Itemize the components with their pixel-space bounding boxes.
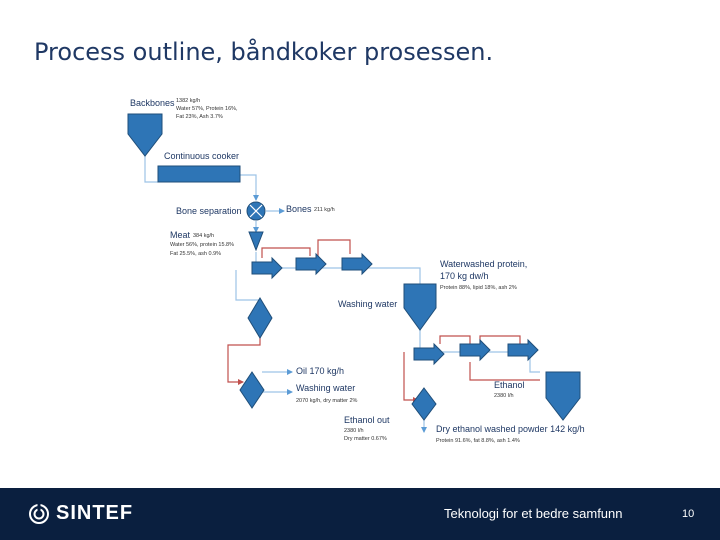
label-bones: Bones (286, 204, 312, 214)
logo-word: SINTEF (56, 502, 134, 524)
footer-tagline: Teknologi for et bedre samfunn (444, 506, 623, 521)
process-diagram: Backbones 1382 kg/h Water 57%, Protein 1… (127, 98, 585, 444)
page-number: 10 (682, 508, 695, 520)
label-ethanol-out-rate: 2380 l/h (344, 428, 364, 434)
label-waterwashed-line1: Waterwashed protein, (440, 259, 527, 269)
label-oil: Oil 170 kg/h (296, 366, 344, 376)
sintef-logo-icon (29, 502, 49, 524)
label-dry-powder: Dry ethanol washed powder 142 kg/h (436, 424, 585, 434)
unit-continuous-cooker (157, 165, 241, 183)
label-ethanol: Ethanol (494, 380, 525, 390)
label-meat-rate: 384 kg/h (193, 233, 214, 239)
label-ethanol-out-comp: Dry matter 0.67% (344, 436, 387, 442)
unit-dry-powder-hopper (545, 371, 581, 421)
sintef-logo: SINTEF (28, 502, 133, 525)
label-backbones-rate: 1382 kg/h (176, 98, 200, 104)
label-dry-powder-comp: Protein 91.6%, fat 8.8%, ash 1.4% (436, 438, 520, 444)
unit-waterwashed-hopper (403, 283, 437, 331)
label-washing-water-1: Washing water (338, 299, 397, 309)
label-bone-separation: Bone separation (176, 206, 242, 216)
label-meat-comp1: Water 56%, protein 15.8% (170, 242, 234, 248)
label-ethanol-rate: 2380 l/h (494, 393, 514, 399)
flow-lines (144, 156, 540, 433)
label-bones-rate: 211 kg/h (314, 207, 335, 213)
label-meat: Meat (170, 230, 191, 240)
label-washing-water-2-comp: 2070 kg/h, dry matter 2% (296, 398, 358, 404)
label-washing-water-2: Washing water (296, 383, 355, 393)
unit-oil-separator-1 (247, 297, 273, 339)
label-meat-comp2: Fat 25.5%, ash 0.9% (170, 251, 221, 257)
footer-bar: SINTEF Teknologi for et bedre samfunn 10 (0, 488, 720, 540)
unit-backbones-hopper (127, 113, 163, 157)
unit-bone-separator (246, 201, 266, 221)
unit-meat-valve (248, 231, 264, 252)
slide-title: Process outline, båndkoker prosessen. (34, 38, 494, 66)
label-backbones-comp1: Water 57%, Protein 16%, (176, 106, 238, 112)
label-waterwashed-line2: 170 kg dw/h (440, 271, 489, 281)
unit-oil-separator-2 (239, 371, 265, 409)
washer-stage-1 (251, 252, 373, 280)
label-continuous-cooker: Continuous cooker (164, 151, 239, 161)
unit-ethanol-separator (411, 387, 437, 421)
label-backbones: Backbones (130, 98, 175, 108)
label-waterwashed-comp: Protein 88%, lipid 18%, ash 2% (440, 285, 517, 291)
label-ethanol-out: Ethanol out (344, 415, 390, 425)
label-backbones-comp2: Fat 23%, Ash 3.7% (176, 114, 223, 120)
washer-stage-2 (413, 338, 539, 366)
